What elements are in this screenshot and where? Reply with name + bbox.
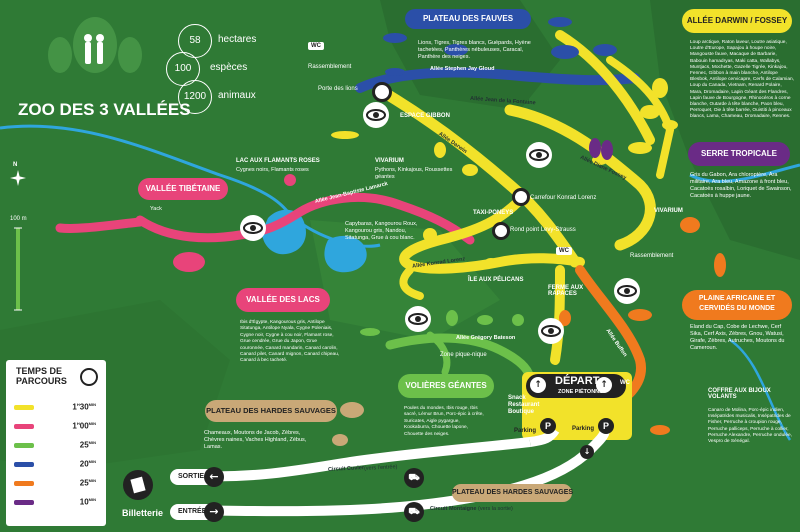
desc-lacs: Ibis d'Égypte, Kangourous gris, Antilope… [240, 320, 340, 364]
lake-pelicans [324, 235, 367, 273]
legend-color-swatch [14, 443, 34, 448]
parking-label-1: Parking [514, 428, 537, 434]
viewpoint-eye-icon [526, 142, 552, 168]
legend-time: 25MIN [79, 478, 96, 488]
legend-color-swatch [14, 500, 34, 505]
parking-icon: P [598, 418, 614, 434]
desc-coffre: Canaro de Molina, Porc-épic indien, Insé… [708, 408, 792, 445]
legend-time: 1H00MIN [72, 421, 96, 431]
lake-flamants [262, 209, 306, 255]
label-coffre: COFFRE AUX BIJOUX VOLANTS [708, 388, 771, 400]
arrow-left-icon: ↓ [580, 445, 594, 459]
desc-flamants: Cygnes noirs, Flamants roses [236, 167, 309, 173]
desc-tibetaine: Yack [150, 206, 162, 212]
desc-hardes: Chameaux, Moutons de Jacob, Zèbres, Chèv… [204, 430, 307, 450]
stat-animaux-unit: animaux [218, 90, 256, 101]
map-title: ZOO DES 3 VALLÉES [18, 100, 191, 119]
desc-darwin: Loup arctique, Raton laveur, Loutre asia… [690, 40, 794, 120]
wc-top: WC [308, 42, 324, 50]
label-taxi-poneys: TAXI-PONEYS [473, 210, 514, 216]
label-pique-nique: Zone pique-nique [440, 352, 487, 358]
snack-label: Snack Restaurant Boutique [508, 395, 540, 415]
legend-panel: TEMPS DE PARCOURS 1H30MIN 1H00MIN 25MIN 20M… [6, 360, 106, 526]
zone-serre-tropicale[interactable]: SERRE TROPICALE [688, 142, 790, 166]
viewpoint-eye-icon [538, 318, 564, 344]
viewpoint-eye-icon [405, 306, 431, 332]
legend-row: 1H00MIN [14, 421, 100, 431]
zone-allee-darwin-fossey[interactable]: ALLÉE DARWIN / FOSSEY [682, 9, 792, 33]
zone-plateau-fauves[interactable]: PLATEAU DES FAUVES [405, 9, 531, 29]
viewpoint-eye-icon [240, 215, 266, 241]
arrow-up-icon[interactable]: ↑ [530, 377, 546, 393]
car-icon: ⛟ [404, 468, 424, 488]
stat-hectares-unit: hectares [218, 34, 257, 45]
label-ferme-rapaces: FERME AUX RAPACES [548, 285, 584, 297]
label-espace-gibbon: ESPACE GIBBON [400, 113, 450, 119]
desc-serre: Gris du Gabon, Ara chloroptère, Ara mili… [690, 172, 792, 199]
label-carrefour: Carrefour Konrad Lorenz [530, 195, 597, 201]
desc-fauves: Lions, Tigres, Tigres blancs, Guépards, … [418, 40, 531, 60]
zone-hardes-sauvages-bottom[interactable]: PLATEAU DES HARDES SAUVAGES [452, 484, 573, 502]
zone-hardes-sauvages-left[interactable]: PLATEAU DES HARDES SAUVAGES [205, 400, 337, 422]
legend-color-swatch [14, 424, 34, 429]
junction-carrefour [512, 188, 530, 206]
parking-label-2: Parking [572, 426, 595, 432]
wc-depart: WC [620, 380, 630, 386]
desc-volieres: Poules du mondes, Ibis rouge, Ibis sacré… [404, 406, 484, 437]
road-montaigne: Circuit Montaigne [430, 506, 477, 512]
label-ile-pelicans: ÎLE AUX PÉLICANS [468, 277, 524, 283]
depart-label: DÉPART [555, 375, 600, 387]
rassemblement-right: Rassemblement [630, 253, 674, 259]
arrow-right-icon[interactable]: → [204, 502, 224, 522]
legend-title: TEMPS DE PARCOURS [16, 366, 67, 386]
zone-vallee-lacs[interactable]: VALLÉE DES LACS [236, 288, 330, 312]
legend-time: 20MIN [79, 459, 96, 469]
road-gregory: Allée Grégory Bateson [456, 335, 516, 341]
stat-especes-unit: espèces [210, 62, 248, 73]
label-porte-lions: Porte des lions [318, 86, 358, 92]
legend-time: 25MIN [79, 440, 96, 450]
rassemblement-left: Rassemblement [308, 64, 352, 70]
label-vivarium-left: VIVARIUM [375, 158, 404, 164]
car-icon: ⛟ [404, 502, 424, 522]
legend-row: 20MIN [14, 459, 100, 469]
label-lac-flamants: LAC AUX FLAMANTS ROSES [236, 158, 320, 164]
wc-mid: WC [556, 247, 572, 255]
billetterie-label: Billetterie [122, 508, 164, 518]
clock-icon [80, 368, 98, 386]
arrow-left-icon[interactable]: ← [204, 467, 224, 487]
scale-label: 100 m [10, 216, 27, 222]
compass-letter: N [13, 162, 18, 168]
legend-row: 1H30MIN [14, 402, 100, 412]
arrow-up-icon[interactable]: ↑ [596, 377, 612, 393]
road-montaigne-note: (vers la sortie) [478, 506, 513, 512]
legend-row: 25MIN [14, 440, 100, 450]
desc-capybara: Capybaras, Kangourou Roux, Kangourou gri… [345, 221, 418, 241]
zone-volieres-geantes[interactable]: VOLIÈRES GÉANTES [398, 374, 494, 398]
zone-plaine-africaine[interactable]: PLAINE AFRICAINE ET CERVIDÉS DU MONDE [682, 290, 792, 320]
parking-icon: P [540, 418, 556, 434]
viewpoint-eye-icon [363, 102, 389, 128]
junction-porte-lions [372, 82, 392, 102]
ticket-icon [123, 470, 153, 500]
label-vivarium-right: VIVARIUM [654, 208, 683, 214]
zone-pietonne-label: ZONE PIÉTONNE [558, 389, 603, 395]
zone-vallee-tibetaine[interactable]: VALLÉE TIBÉTAINE [138, 178, 228, 200]
legend-time: 10MIN [79, 497, 96, 507]
legend-time: 1H30MIN [72, 402, 96, 412]
legend-row: 10MIN [14, 497, 100, 507]
viewpoint-eye-icon [614, 278, 640, 304]
road-stephen: Allée Stephen Jay Gloud [430, 66, 495, 72]
stat-animaux-value: 1200 [178, 80, 212, 114]
legend-row: 25MIN [14, 478, 100, 488]
compass-icon [10, 170, 26, 186]
desc-vivarium: Pythons, Kinkajous, Roussettes géantes [375, 167, 453, 180]
desc-plaine: Eland du Cap, Cobe de Lechwe, Cerf Sika,… [690, 324, 785, 351]
junction-rond-point [492, 222, 510, 240]
legend-color-swatch [14, 405, 34, 410]
legend-color-swatch [14, 462, 34, 467]
legend-color-swatch [14, 481, 34, 486]
label-rond-point: Rond point Levy-Strauss [510, 227, 576, 233]
